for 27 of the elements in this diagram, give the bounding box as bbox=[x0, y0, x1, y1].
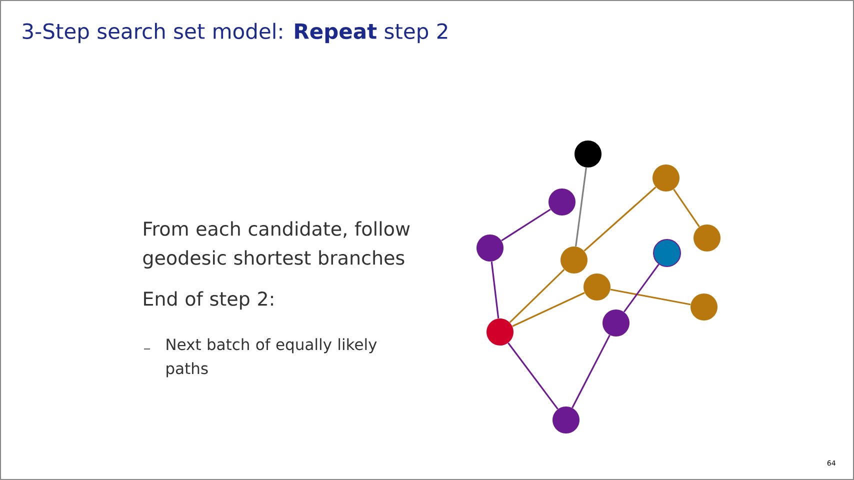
graph-node bbox=[653, 239, 681, 267]
graph-node bbox=[560, 246, 588, 274]
bullet-text: Next batch of equally likely paths bbox=[166, 338, 377, 378]
graph-edge bbox=[508, 342, 558, 410]
graph-node bbox=[548, 188, 576, 216]
graph-node bbox=[602, 310, 630, 336]
slide-title: 3-Step search set model: Repeat step 2 bbox=[22, 22, 448, 44]
graph-edge bbox=[572, 334, 610, 408]
graph-edge bbox=[575, 167, 587, 247]
graph-edge bbox=[610, 288, 691, 306]
graph-node bbox=[690, 294, 718, 320]
body-text: End of step 2: bbox=[144, 291, 273, 310]
graph-edge bbox=[509, 268, 565, 324]
graph-edge bbox=[673, 188, 700, 228]
graph-edge bbox=[623, 264, 660, 312]
body-text: From each candidate, follow geodesic shortest branches bbox=[143, 221, 410, 269]
graph-edge bbox=[501, 208, 551, 242]
graph-node bbox=[574, 140, 602, 168]
graph-edge bbox=[512, 292, 585, 327]
graph-node bbox=[552, 406, 580, 434]
graph-node bbox=[584, 274, 610, 300]
graph-node bbox=[694, 224, 720, 252]
graph-edge bbox=[490, 262, 500, 318]
graph-node bbox=[476, 234, 504, 262]
graph-edge bbox=[584, 186, 656, 252]
graph-node bbox=[652, 164, 680, 192]
graph-node bbox=[486, 318, 514, 346]
